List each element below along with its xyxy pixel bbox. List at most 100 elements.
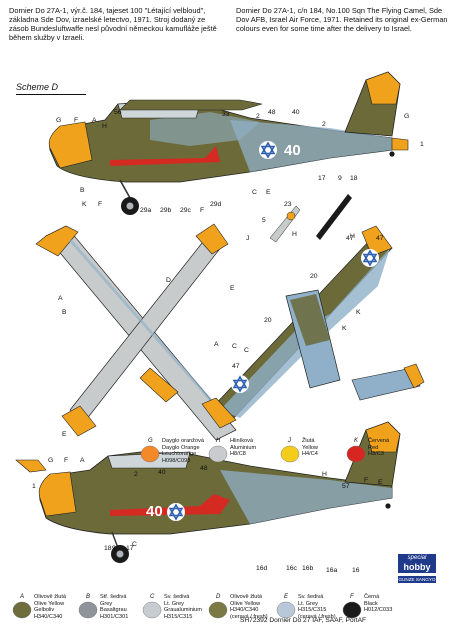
chip-codes: Leuchtorange H098/C098 bbox=[162, 451, 197, 464]
callout-label: 20 bbox=[310, 273, 318, 280]
chip-codes: H3/C3 bbox=[368, 451, 384, 458]
callout-label: A bbox=[58, 295, 63, 302]
color-chip bbox=[280, 445, 300, 463]
chip-cz: Olivově žlutá bbox=[34, 594, 67, 600]
callout-label: 56 bbox=[114, 109, 122, 116]
callout-label: D bbox=[166, 277, 171, 284]
callout-label: K bbox=[82, 201, 87, 208]
color-chip bbox=[208, 445, 228, 463]
callout-label: 5 bbox=[262, 217, 266, 224]
color-chip bbox=[276, 601, 296, 619]
chip-cz: Žlutá bbox=[302, 438, 315, 444]
callout-label: H bbox=[292, 231, 297, 238]
callout-label: E bbox=[230, 285, 235, 292]
brand-line-2: hobby bbox=[398, 562, 436, 573]
color-chip bbox=[78, 601, 98, 619]
callout-label: 9 bbox=[338, 175, 342, 182]
chip-key: G bbox=[148, 438, 153, 444]
brand-line-1: special bbox=[398, 554, 436, 562]
chip-key: B bbox=[86, 594, 90, 600]
chip-codes: H315/C315 (ceravá / fresh) bbox=[298, 607, 336, 620]
callout-label: 18 bbox=[350, 175, 358, 182]
callout-label: H bbox=[322, 471, 327, 478]
color-chip bbox=[142, 601, 162, 619]
callout-label: K bbox=[342, 325, 347, 332]
callout-label: 2 bbox=[134, 471, 138, 478]
chip-cz: Červená bbox=[368, 438, 390, 444]
callout-label: 48 bbox=[268, 109, 276, 116]
callout-label: F bbox=[364, 477, 368, 484]
callout-label: 9 bbox=[112, 545, 116, 552]
chip-cz: Černá bbox=[364, 594, 380, 600]
callout-label: 16c bbox=[286, 565, 298, 572]
callout-label: E bbox=[266, 189, 271, 196]
callout-label: E bbox=[62, 431, 67, 438]
callout-label: 2 bbox=[322, 121, 326, 128]
callout-label: G bbox=[48, 457, 53, 464]
callout-label: 16b bbox=[302, 565, 314, 572]
scheme-underline bbox=[16, 94, 86, 95]
callout-label: 17 bbox=[126, 545, 134, 552]
color-chip bbox=[208, 601, 228, 619]
callout-label: C bbox=[252, 189, 257, 196]
color-chip bbox=[346, 445, 366, 463]
callout-label: A bbox=[92, 117, 97, 124]
callout-label: 17 bbox=[318, 175, 326, 182]
chip-en: Black bbox=[364, 600, 378, 607]
chip-en: Yellow bbox=[302, 444, 318, 451]
caption-czech: Dornier Do 27A-1, výr.č. 184, tajeset 10… bbox=[9, 6, 217, 42]
chip-codes: H4/C4 bbox=[302, 451, 318, 458]
callout-label: 2 bbox=[256, 113, 260, 120]
callout-label: H bbox=[102, 123, 107, 130]
chip-en: Grey bbox=[100, 600, 113, 607]
callout-label: 48 bbox=[200, 465, 208, 472]
callout-label: F bbox=[74, 117, 78, 124]
chip-cz: Olivově žlutá bbox=[230, 594, 263, 600]
chip-codes: Basaltgrau H301/C301 bbox=[100, 607, 129, 620]
callout-label: 40 bbox=[292, 109, 300, 116]
callout-label: E bbox=[378, 479, 383, 486]
callout-label: 47 bbox=[232, 363, 240, 370]
callout-label: A bbox=[214, 341, 219, 348]
callout-label: C bbox=[244, 347, 249, 354]
color-chip bbox=[342, 601, 362, 619]
chip-cz: Sv. šedivá bbox=[164, 594, 190, 600]
chip-key: K bbox=[354, 438, 359, 444]
chip-en: Lt. Grey bbox=[164, 600, 184, 607]
chip-cz: Sv. šedivá bbox=[298, 594, 324, 600]
chip-cz: Dayglo oranžová bbox=[162, 438, 204, 444]
callout-label: 29b bbox=[160, 207, 172, 214]
callout-label: 16d bbox=[256, 565, 268, 572]
special-hobby-logo: special hobby GUNZE SANGYO bbox=[398, 554, 436, 583]
callout-label: 16 bbox=[352, 567, 360, 574]
chip-en: Olive Yellow bbox=[230, 600, 261, 607]
callout-label: 29a bbox=[140, 207, 152, 214]
callout-label: 29c bbox=[180, 207, 192, 214]
callout-label: 1 bbox=[32, 483, 36, 490]
callout-label: C bbox=[132, 541, 137, 548]
callout-label: 1 bbox=[420, 141, 424, 148]
callout-label: 57 bbox=[342, 483, 350, 490]
chip-en: Lt. Grey bbox=[298, 600, 318, 607]
chip-codes: H8/C8 bbox=[230, 451, 246, 458]
top-view bbox=[35, 223, 237, 441]
caption-english: Dornier Do 27A-1, c/n 184, No.100 Sqn Th… bbox=[236, 6, 448, 33]
callout-label: 33 bbox=[222, 111, 230, 118]
lower-aircraft-code: 40 bbox=[146, 503, 163, 520]
callout-label: G bbox=[404, 113, 409, 120]
callout-label: G bbox=[56, 117, 61, 124]
propeller-detail bbox=[269, 194, 352, 243]
